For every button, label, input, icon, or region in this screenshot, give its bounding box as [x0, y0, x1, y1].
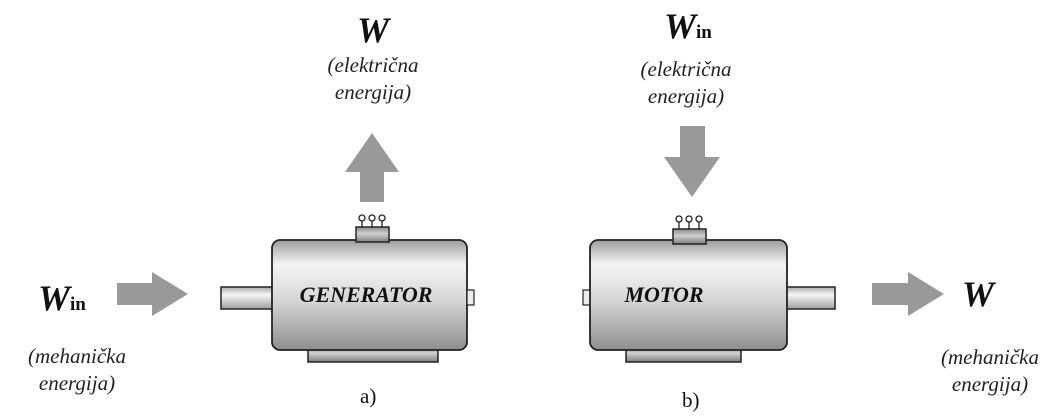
generator-input-arrow	[117, 272, 188, 316]
motor-input-note-line2: energija)	[647, 84, 725, 108]
motor-input-note: (električna energija)	[606, 56, 766, 110]
generator-terminal-box	[355, 226, 390, 243]
motor-input-arrow	[664, 126, 720, 197]
motor-input-symbol: Win	[664, 6, 712, 46]
generator-output-note-line2: energija)	[334, 80, 412, 104]
generator-input-note-line1: (mehanička	[28, 344, 126, 368]
motor-caption: b)	[682, 388, 700, 412]
generator-output-note: (električna energija)	[293, 52, 453, 106]
generator-terminals	[358, 214, 386, 227]
motor-output-arrow	[872, 272, 944, 316]
generator-input-note: (mehanička energija)	[0, 343, 154, 397]
motor-output-symbol: W	[962, 274, 995, 314]
motor-output-note-line2: energija)	[951, 372, 1029, 396]
motor-terminal-box	[672, 228, 707, 245]
generator-label: GENERATOR	[300, 282, 433, 307]
generator-output-symbol: W	[357, 10, 390, 50]
generator-caption: a)	[360, 384, 377, 408]
motor-label: MOTOR	[623, 282, 703, 307]
generator-end-cap	[466, 289, 475, 306]
motor-shaft	[784, 286, 836, 310]
motor-input-subscript: in	[696, 22, 712, 43]
generator-input-note-line2: energija)	[38, 371, 116, 395]
generator-machine: GENERATOR	[220, 214, 475, 363]
generator-output-arrow	[345, 133, 399, 202]
generator-shaft	[220, 286, 276, 310]
motor-output-note-line1: (mehanička	[941, 345, 1039, 369]
generator-input-subscript: in	[70, 294, 86, 315]
generator-output-note-line1: (električna	[327, 53, 419, 77]
motor-machine: MOTOR	[582, 215, 836, 363]
motor-terminals	[675, 215, 703, 229]
generator-input-symbol: Win	[38, 278, 86, 318]
motor-input-note-line1: (električna	[640, 57, 732, 81]
motor-output-note: (mehanička energija)	[920, 344, 1060, 398]
